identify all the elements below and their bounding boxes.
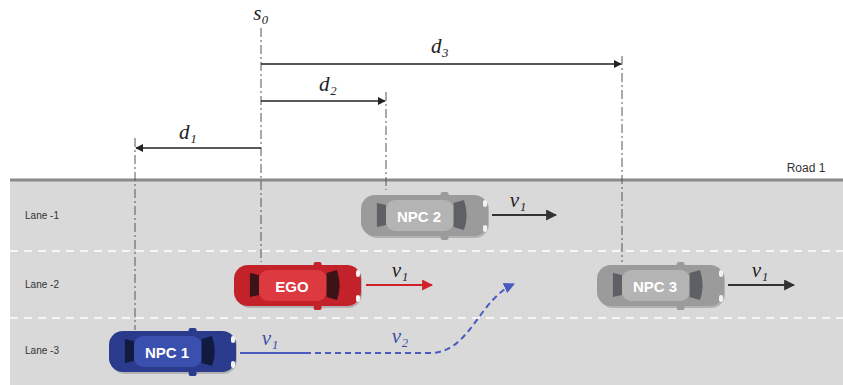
reference-line — [386, 92, 387, 190]
car: EGO — [233, 262, 363, 310]
road-name: Road 1 — [787, 162, 826, 174]
reference-line — [261, 28, 262, 262]
math-symbol: v₁ — [392, 260, 409, 281]
math-symbol: v₁ — [510, 190, 527, 211]
car: NPC 1 — [108, 328, 238, 376]
car: NPC 3 — [596, 262, 726, 310]
math-symbol: v₁ — [262, 328, 279, 349]
lane-name: Lane -1 — [25, 211, 59, 221]
car-label-box: NPC 2 — [360, 192, 490, 240]
math-symbol: d₂ — [319, 74, 337, 95]
lane-divider — [10, 250, 843, 252]
lane-divider — [10, 317, 843, 319]
car-label-box: EGO — [233, 262, 363, 310]
math-symbol: s₀ — [253, 3, 268, 24]
math-symbol: d₁ — [179, 122, 197, 143]
math-symbol: d₃ — [431, 36, 449, 57]
velocity-arrow — [492, 214, 556, 216]
velocity-arrow — [366, 284, 432, 286]
car: NPC 2 — [360, 192, 490, 240]
math-symbol: v₁ — [752, 260, 769, 281]
dimension-arrow — [261, 63, 621, 64]
dimension-arrow — [136, 147, 261, 148]
car-label-box: NPC 1 — [108, 328, 238, 376]
reference-line — [622, 56, 623, 262]
lane-name: Lane -2 — [25, 280, 59, 290]
car-name: EGO — [275, 278, 308, 295]
velocity-arrow — [728, 284, 794, 286]
dimension-arrow — [261, 100, 385, 101]
lane-name: Lane -3 — [25, 346, 59, 356]
math-symbol: v₂ — [392, 326, 409, 347]
reference-line — [135, 138, 136, 330]
car-label-box: NPC 3 — [596, 262, 726, 310]
car-name: NPC 1 — [145, 344, 189, 361]
velocity-arrow — [240, 352, 305, 354]
car-name: NPC 2 — [397, 208, 441, 225]
car-name: NPC 3 — [633, 278, 677, 295]
